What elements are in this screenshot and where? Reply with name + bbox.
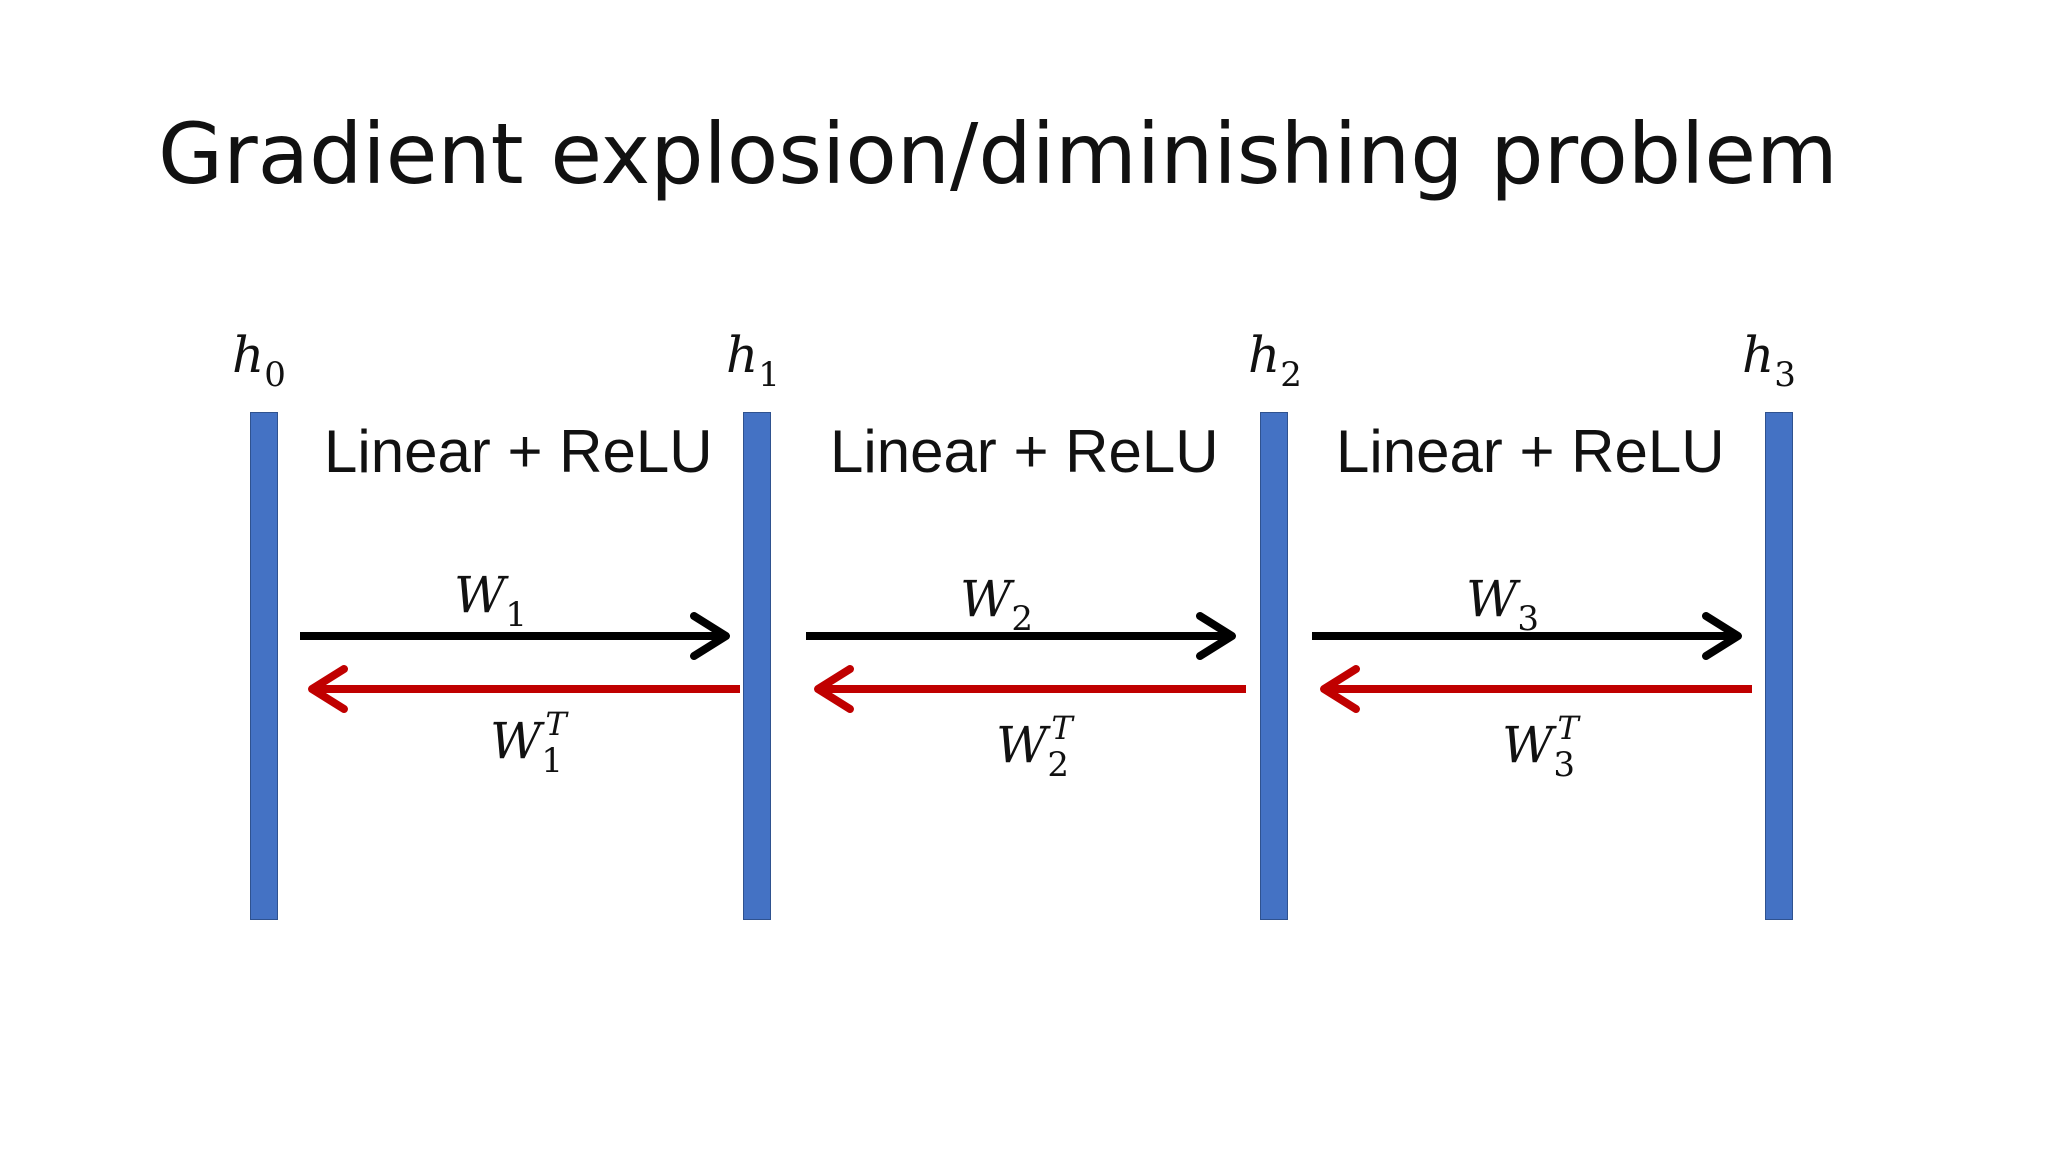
forward-arrow-1: [300, 612, 730, 660]
slide-title: Gradient explosion/diminishing problem: [158, 105, 1838, 203]
layer-label-h1: h1: [726, 326, 780, 395]
weight-label-w3: W3: [1466, 570, 1540, 639]
block-label-2: Linear + ReLU: [830, 418, 1219, 485]
backward-arrow-1: [308, 665, 740, 713]
layer-bar-h1: [743, 412, 771, 920]
layer-bar-h0: [250, 412, 278, 920]
layer-label-h3: h3: [1742, 326, 1796, 395]
layer-label-h2: h2: [1248, 326, 1302, 395]
forward-arrow-2: [806, 612, 1236, 660]
block-label-1: Linear + ReLU: [324, 418, 713, 485]
block-label-3: Linear + ReLU: [1336, 418, 1725, 485]
layer-label-h0: h0: [232, 326, 286, 395]
layer-bar-h3: [1765, 412, 1793, 920]
weight-label-w1: W1: [454, 566, 528, 635]
backward-arrow-2: [814, 665, 1246, 713]
layer-bar-h2: [1260, 412, 1288, 920]
forward-arrow-3: [1312, 612, 1742, 660]
backward-arrow-3: [1320, 665, 1752, 713]
weight-label-w2: W2: [960, 570, 1034, 639]
